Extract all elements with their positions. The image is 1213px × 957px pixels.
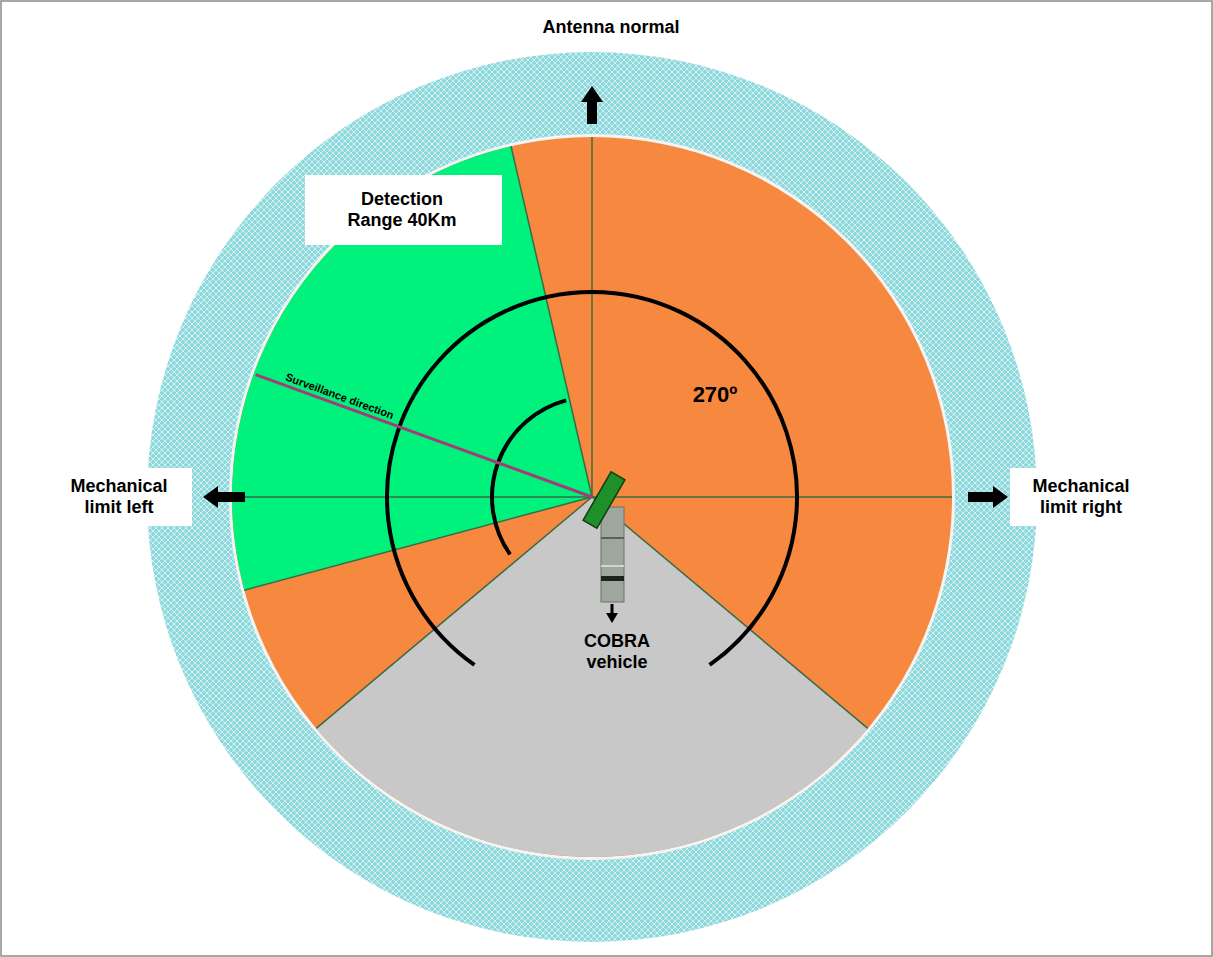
vehicle-label: COBRA vehicle bbox=[572, 631, 662, 672]
sector-boundary bbox=[244, 497, 592, 590]
sector-boundary bbox=[511, 146, 592, 497]
box-text: Mechanical limit right bbox=[1022, 476, 1140, 517]
surveillance-range-arc bbox=[492, 400, 566, 554]
limit-left-arrow bbox=[203, 486, 245, 508]
vehicle-stripe bbox=[601, 565, 624, 567]
label-box: Antenna normal bbox=[507, 9, 715, 46]
vehicle-arrow-shaft bbox=[611, 604, 614, 614]
box-text: Detection Range 40Km bbox=[340, 189, 465, 230]
limit-right-arrow bbox=[968, 486, 1008, 508]
surveillance-sector bbox=[232, 146, 592, 590]
crosshair-vertical bbox=[591, 137, 593, 497]
antenna-symbol bbox=[583, 472, 625, 528]
vehicle-symbol bbox=[601, 507, 624, 602]
sector-group bbox=[232, 146, 868, 857]
angle-label: 270º bbox=[693, 382, 738, 407]
sector-boundaries bbox=[244, 146, 868, 728]
blind-sector bbox=[316, 497, 868, 857]
vehicle-stripe bbox=[601, 537, 624, 539]
sector-boundary bbox=[592, 497, 868, 728]
outer-ring bbox=[147, 52, 1037, 942]
label-box: Mechanical limit left bbox=[48, 468, 192, 526]
ring-rim bbox=[229, 134, 955, 860]
vehicle-arrow-head bbox=[606, 613, 618, 623]
sector-boundary bbox=[316, 497, 592, 728]
vehicle-body bbox=[601, 507, 624, 602]
box-text: Mechanical limit left bbox=[60, 476, 178, 517]
surveillance-line-group bbox=[256, 375, 592, 497]
antenna-group bbox=[583, 472, 625, 528]
antenna-normal-arrow bbox=[581, 86, 603, 124]
coverage-disk bbox=[232, 137, 952, 857]
vehicle-stripe bbox=[601, 576, 624, 581]
label-box: Detection Range 40Km bbox=[305, 175, 502, 245]
mechanical-range-arc bbox=[387, 292, 797, 665]
angle-arcs bbox=[387, 292, 797, 665]
box-text: Antenna normal bbox=[541, 17, 681, 38]
label-box: Mechanical limit right bbox=[1010, 468, 1154, 526]
surveillance-direction-line bbox=[256, 375, 592, 497]
